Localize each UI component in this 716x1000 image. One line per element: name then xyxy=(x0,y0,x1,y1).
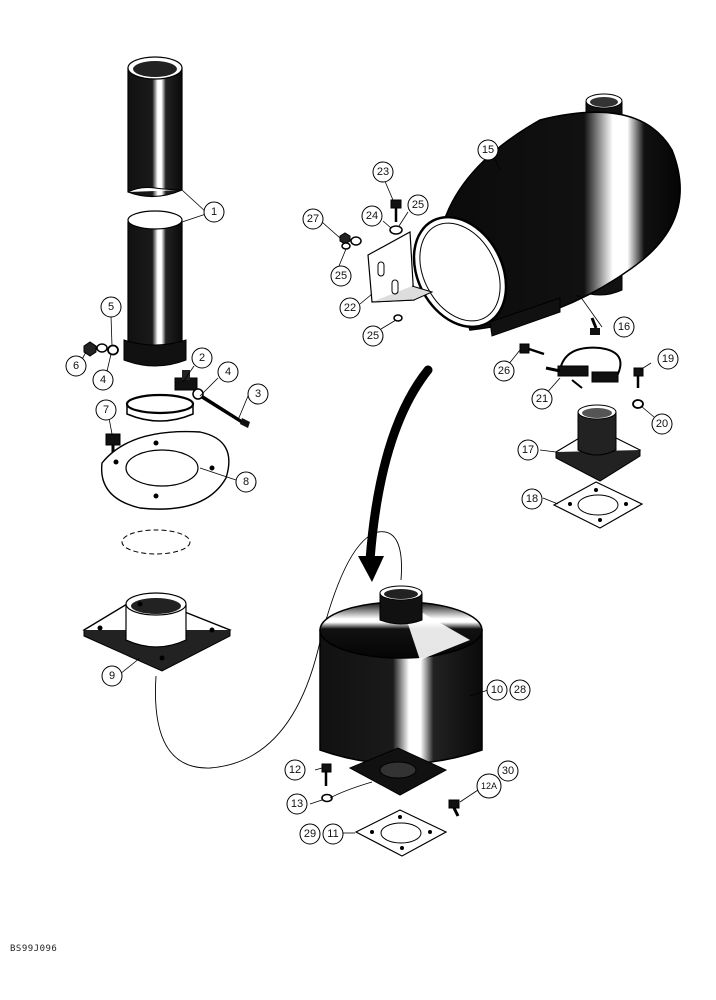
svg-text:25: 25 xyxy=(367,330,379,342)
callout-19: 19 xyxy=(657,348,679,370)
gasket-ring xyxy=(121,529,191,555)
callout-9: 9 xyxy=(101,665,123,687)
callout-27: 27 xyxy=(302,208,324,230)
adapter-fasteners xyxy=(632,367,644,409)
muffler-bolt xyxy=(590,317,600,335)
callout-6: 6 xyxy=(65,355,87,377)
drawing-code: BS99J096 xyxy=(10,944,58,954)
exhaust-pipe-lower xyxy=(123,210,187,367)
callout-30: 30 xyxy=(497,760,519,782)
svg-text:27: 27 xyxy=(307,213,319,225)
svg-text:13: 13 xyxy=(291,798,303,810)
svg-text:16: 16 xyxy=(618,321,630,333)
muffler-gasket xyxy=(354,809,448,857)
svg-text:6: 6 xyxy=(73,360,79,372)
callout-17: 17 xyxy=(517,439,539,461)
callout-1: 1 xyxy=(203,201,225,223)
callout-4-left: 4 xyxy=(92,369,114,391)
callout-22: 22 xyxy=(339,297,361,319)
svg-text:26: 26 xyxy=(498,365,510,377)
svg-text:17: 17 xyxy=(522,444,534,456)
callout-23: 23 xyxy=(372,161,394,183)
callout-18: 18 xyxy=(521,488,543,510)
callout-10: 10 xyxy=(486,679,508,701)
svg-text:2: 2 xyxy=(199,352,205,364)
callout-2: 2 xyxy=(191,347,213,369)
clamp-bolt-small xyxy=(519,343,545,356)
svg-text:29: 29 xyxy=(304,828,316,840)
callout-8: 8 xyxy=(235,471,257,493)
callout-26: 26 xyxy=(493,360,515,382)
muffler-base-fasteners xyxy=(321,763,373,803)
svg-text:22: 22 xyxy=(344,302,356,314)
mounting-plate-with-collar xyxy=(82,592,232,672)
exhaust-pipe-upper xyxy=(127,56,183,198)
muffler-horizontal xyxy=(412,93,681,337)
u-bolt-clamp xyxy=(545,346,622,389)
callout-24: 24 xyxy=(361,205,383,227)
callout-12: 12 xyxy=(284,759,306,781)
callout-25-top: 25 xyxy=(407,194,429,216)
svg-text:12: 12 xyxy=(289,764,301,776)
flange-plate xyxy=(100,430,230,510)
svg-text:5: 5 xyxy=(108,301,114,313)
bolt-12a xyxy=(448,799,460,817)
mounting-bracket xyxy=(367,231,434,303)
callout-12a: 12A xyxy=(476,773,502,799)
svg-text:23: 23 xyxy=(377,166,389,178)
assembly-connector-line xyxy=(155,531,402,769)
callout-5: 5 xyxy=(100,296,122,318)
leader-lines xyxy=(79,149,655,834)
callout-25-bottom: 25 xyxy=(362,325,384,347)
svg-text:8: 8 xyxy=(243,476,249,488)
svg-text:21: 21 xyxy=(536,393,548,405)
callout-20: 20 xyxy=(651,413,673,435)
svg-text:30: 30 xyxy=(502,765,514,777)
svg-text:11: 11 xyxy=(327,828,338,840)
svg-text:28: 28 xyxy=(514,684,526,696)
callout-13: 13 xyxy=(286,793,308,815)
callout-4-right: 4 xyxy=(217,361,239,383)
callout-29: 29 xyxy=(299,823,321,845)
svg-text:15: 15 xyxy=(482,144,494,156)
svg-text:10: 10 xyxy=(491,684,503,696)
muffler-vertical xyxy=(319,585,483,796)
svg-text:7: 7 xyxy=(103,404,109,416)
callout-11: 11 xyxy=(322,823,344,845)
callouts: 1 2 3 4 4 5 6 7 8 9 10 28 11 12 12A 13 1… xyxy=(65,139,679,845)
svg-text:20: 20 xyxy=(656,418,668,430)
svg-text:4: 4 xyxy=(100,374,106,386)
nut-and-washers xyxy=(83,341,119,357)
svg-text:1: 1 xyxy=(211,206,217,218)
adapter-flange xyxy=(554,404,642,482)
svg-text:25: 25 xyxy=(412,199,424,211)
svg-text:3: 3 xyxy=(255,388,261,400)
callout-3: 3 xyxy=(247,383,269,405)
callout-15: 15 xyxy=(477,139,499,161)
callout-7: 7 xyxy=(95,399,117,421)
adapter-gasket xyxy=(552,481,644,529)
exhaust-clamp xyxy=(125,370,198,422)
assembly-arrow xyxy=(358,365,433,582)
callout-16: 16 xyxy=(613,316,635,338)
svg-text:18: 18 xyxy=(526,493,538,505)
callout-21: 21 xyxy=(531,388,553,410)
svg-text:12A: 12A xyxy=(481,781,497,791)
svg-text:24: 24 xyxy=(366,210,378,222)
svg-text:4: 4 xyxy=(225,366,231,378)
callout-28: 28 xyxy=(509,679,531,701)
bracket-hardware xyxy=(339,199,403,322)
svg-text:19: 19 xyxy=(662,353,674,365)
svg-text:9: 9 xyxy=(109,670,115,682)
svg-text:25: 25 xyxy=(335,270,347,282)
callout-25-left: 25 xyxy=(330,265,352,287)
